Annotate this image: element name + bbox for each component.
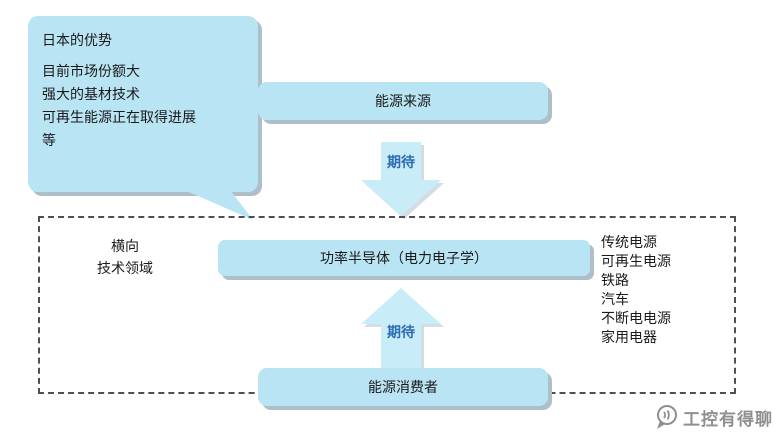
application-item: 不断电电源 [601, 311, 671, 327]
callout-tail [175, 186, 253, 220]
down-arrow-icon [361, 142, 441, 216]
energy-consumer-label: 能源消费者 [368, 380, 438, 396]
energy-source-box: 能源来源 [258, 82, 548, 120]
application-item: 家用电器 [601, 330, 657, 346]
up-arrow-icon [361, 288, 441, 368]
application-list: 传统电源 可再生电源 铁路 汽车 不断电电源 家用电器 [601, 234, 671, 348]
domain-left-label-line2: 技术领域 [97, 261, 153, 277]
domain-left-label-line1: 横向 [111, 239, 139, 255]
domain-left-label: 横向 技术领域 [70, 236, 180, 280]
application-item: 汽车 [601, 292, 629, 308]
application-item: 传统电源 [601, 235, 657, 251]
callout-title: 日本的优势 [42, 33, 112, 49]
energy-source-label: 能源来源 [375, 94, 431, 110]
callout-line: 目前市场份额大 [42, 64, 140, 80]
energy-consumer-box: 能源消费者 [258, 368, 548, 406]
down-arrow-label: 期待 [387, 155, 415, 171]
callout-line: 强大的基材技术 [42, 87, 140, 103]
application-item: 可再生电源 [601, 254, 671, 270]
application-item: 铁路 [601, 273, 629, 289]
power-semiconductor-label: 功率半导体（电力电子学） [320, 251, 488, 267]
watermark: 工控有得聊 [654, 404, 773, 430]
power-semiconductor-box: 功率半导体（电力电子学） [218, 240, 590, 276]
watermark-text: 工控有得聊 [683, 409, 773, 430]
up-arrow-label: 期待 [387, 325, 415, 341]
watermark-chat-icon [657, 405, 677, 429]
japan-advantage-callout: 日本的优势 目前市场份额大 强大的基材技术 可再生能源正在取得进展 等 [28, 16, 258, 192]
callout-line: 可再生能源正在取得进展 [42, 110, 196, 126]
callout-line: 等 [42, 133, 56, 149]
